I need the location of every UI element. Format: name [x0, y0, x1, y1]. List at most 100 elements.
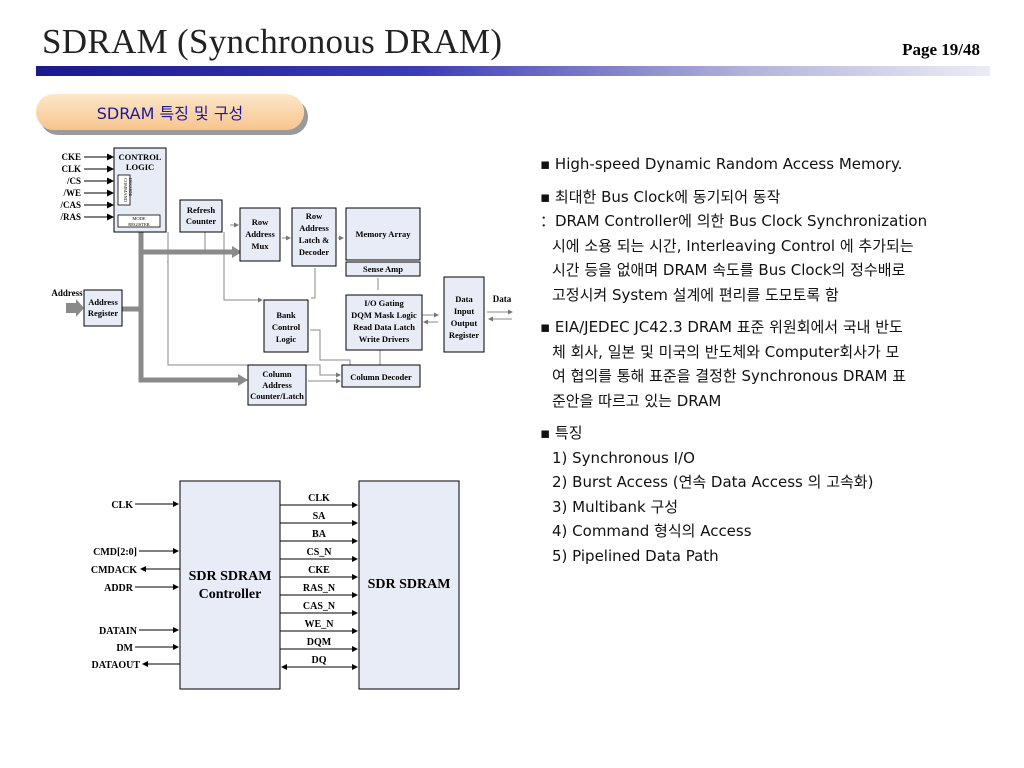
- mode-register-label: REGISTER: [128, 222, 150, 227]
- refresh-counter-label: Counter: [186, 216, 216, 226]
- command-decode-label: DECODE: [128, 178, 133, 196]
- control-logic-label: CONTROL: [119, 152, 162, 162]
- bus-signal-label: CS_N: [306, 547, 332, 558]
- row-mux-label: Row: [252, 217, 269, 227]
- input-signal-label: /WE: [62, 188, 81, 198]
- sense-amp-box: [345, 261, 421, 277]
- row-address-latch-box: [291, 207, 337, 267]
- bullet-line: 시간 등을 없애며 DRAM 속도를 Bus Clock의 정수배로: [552, 261, 906, 279]
- title-divider: [36, 66, 990, 76]
- feature-item: 5) Pipelined Data Path: [552, 546, 719, 565]
- io-gating-label: Write Drivers: [359, 334, 410, 344]
- input-signal-label: /CS: [66, 176, 81, 186]
- row-address-mux-box: [239, 207, 281, 262]
- bank-control-label: Logic: [276, 334, 297, 344]
- controller-label: Controller: [199, 587, 262, 602]
- row-latch-label: Decoder: [299, 247, 329, 257]
- bus-signal-label: CLK: [308, 493, 330, 504]
- bullet-line: 준안을 따르고 있는 DRAM: [552, 391, 722, 410]
- bank-control-label: Bank: [276, 310, 296, 320]
- row-latch-label: Row: [306, 211, 323, 221]
- sdram-block-diagram: CKE CLK /CS /WE /CAS /RAS: [51, 147, 513, 406]
- bullet-item: ▪ 특징: [540, 424, 583, 442]
- io-gating-label: DQM Mask Logic: [351, 310, 417, 320]
- memory-array-box: [345, 207, 421, 261]
- row-mux-label: Mux: [252, 241, 270, 251]
- data-io-label: Data: [455, 294, 473, 304]
- feature-item: 1) Synchronous I/O: [552, 448, 695, 467]
- data-label: Data: [493, 294, 512, 304]
- address-label: Address: [51, 288, 83, 298]
- bus-signal-label: CKE: [308, 565, 330, 576]
- controller-signal-label: CLK: [111, 500, 133, 511]
- refresh-counter-box: [179, 199, 223, 233]
- sdram-label: SDR SDRAM: [368, 577, 451, 592]
- feature-description: ▪ High-speed Dynamic Random Access Memor…: [540, 152, 980, 568]
- controller-signal-label: CMD[2:0]: [93, 547, 137, 558]
- bullet-line: 고정시켜 System 설계에 편리를 도모토록 함: [552, 285, 839, 304]
- refresh-counter-label: Refresh: [187, 205, 215, 215]
- controller-signal-label: ADDR: [104, 583, 134, 594]
- address-register-label: Register: [88, 308, 118, 318]
- row-latch-label: Latch &: [299, 235, 329, 245]
- bullet-line: ▪ EIA/JEDEC JC42.3 DRAM 표준 위원회에서 국내 반도: [540, 318, 903, 336]
- memory-array-label: Memory Array: [356, 229, 412, 239]
- bullet-line: 여 협의를 통해 표준을 결정한 Synchronous DRAM 표: [552, 367, 907, 385]
- control-logic-label: LOGIC: [126, 162, 154, 172]
- column-decoder-box: [341, 364, 421, 388]
- input-signal-label: /CAS: [59, 200, 81, 210]
- column-decoder-label: Column Decoder: [350, 372, 412, 382]
- data-io-label: Input: [454, 306, 474, 316]
- address-register-label: Address: [88, 297, 118, 307]
- bullet-item: ▪ High-speed Dynamic Random Access Memor…: [540, 155, 903, 173]
- section-heading: SDRAM 특징 및 구성: [36, 94, 304, 130]
- bus-signal-label: BA: [312, 529, 327, 540]
- bus-signal-label: DQM: [307, 637, 332, 648]
- input-signal-label: CLK: [61, 164, 81, 174]
- bank-control-box: [263, 299, 309, 353]
- controller-signal-label: DATAIN: [99, 626, 138, 637]
- input-signal-label: /RAS: [59, 212, 81, 222]
- io-gating-box: [345, 294, 423, 351]
- column-address-label: Column: [262, 369, 292, 379]
- row-latch-label: Address: [299, 223, 329, 233]
- row-mux-label: Address: [245, 229, 275, 239]
- bus-signal-label: WE_N: [305, 619, 335, 630]
- sdram-controller-diagram: SDR SDRAM Controller SDR SDRAM CLK CMD[2…: [91, 480, 460, 690]
- controller-signal-label: DM: [116, 643, 133, 654]
- data-io-label: Output: [451, 318, 478, 328]
- command-decode-box: [117, 174, 131, 206]
- page-number: Page 19/48: [902, 40, 980, 59]
- data-io-register-box: [443, 276, 485, 353]
- bullet-line: 체 회사, 일본 및 미국의 반도체와 Computer회사가 모: [552, 342, 900, 361]
- bus-signal-label: RAS_N: [303, 583, 336, 594]
- io-gating-label: I/O Gating: [364, 298, 404, 308]
- controller-label: SDR SDRAM: [189, 569, 272, 584]
- bullet-item: ▪ 최대한 Bus Clock에 동기되어 동작: [540, 187, 781, 206]
- bus-signal-label: DQ: [312, 655, 327, 666]
- input-signal-label: CKE: [61, 152, 81, 162]
- bus-signal-label: CAS_N: [303, 601, 336, 612]
- page-title: SDRAM (Synchronous DRAM): [42, 22, 503, 61]
- bus-signal-label: SA: [313, 511, 327, 522]
- bullet-line: 시에 소용 되는 시간, Interleaving Control 에 추가되는: [552, 236, 914, 255]
- column-address-label: Counter/Latch: [250, 391, 304, 401]
- feature-item: 2) Burst Access (연속 Data Access 의 고속화): [552, 473, 874, 491]
- feature-item: 4) Command 형식의 Access: [552, 522, 752, 540]
- feature-item: 3) Multibank 구성: [552, 497, 679, 516]
- controller-box: [179, 480, 281, 690]
- column-address-box: [247, 364, 307, 406]
- column-address-label: Address: [262, 380, 292, 390]
- bank-control-label: Control: [272, 322, 301, 332]
- controller-signal-label: DATAOUT: [91, 660, 140, 671]
- address-register-box: [83, 289, 123, 327]
- mode-register-label: MODE: [132, 216, 146, 221]
- sdram-box: [358, 480, 460, 690]
- data-io-label: Register: [449, 330, 479, 340]
- command-decode-label: COMMAND: [123, 178, 128, 203]
- bullet-line: ：DRAM Controller에 의한 Bus Clock Synchroni…: [540, 212, 928, 230]
- controller-signal-label: CMDACK: [91, 565, 137, 576]
- sense-amp-label: Sense Amp: [363, 264, 403, 274]
- mode-register-box: [117, 214, 161, 228]
- io-gating-label: Read Data Latch: [353, 322, 415, 332]
